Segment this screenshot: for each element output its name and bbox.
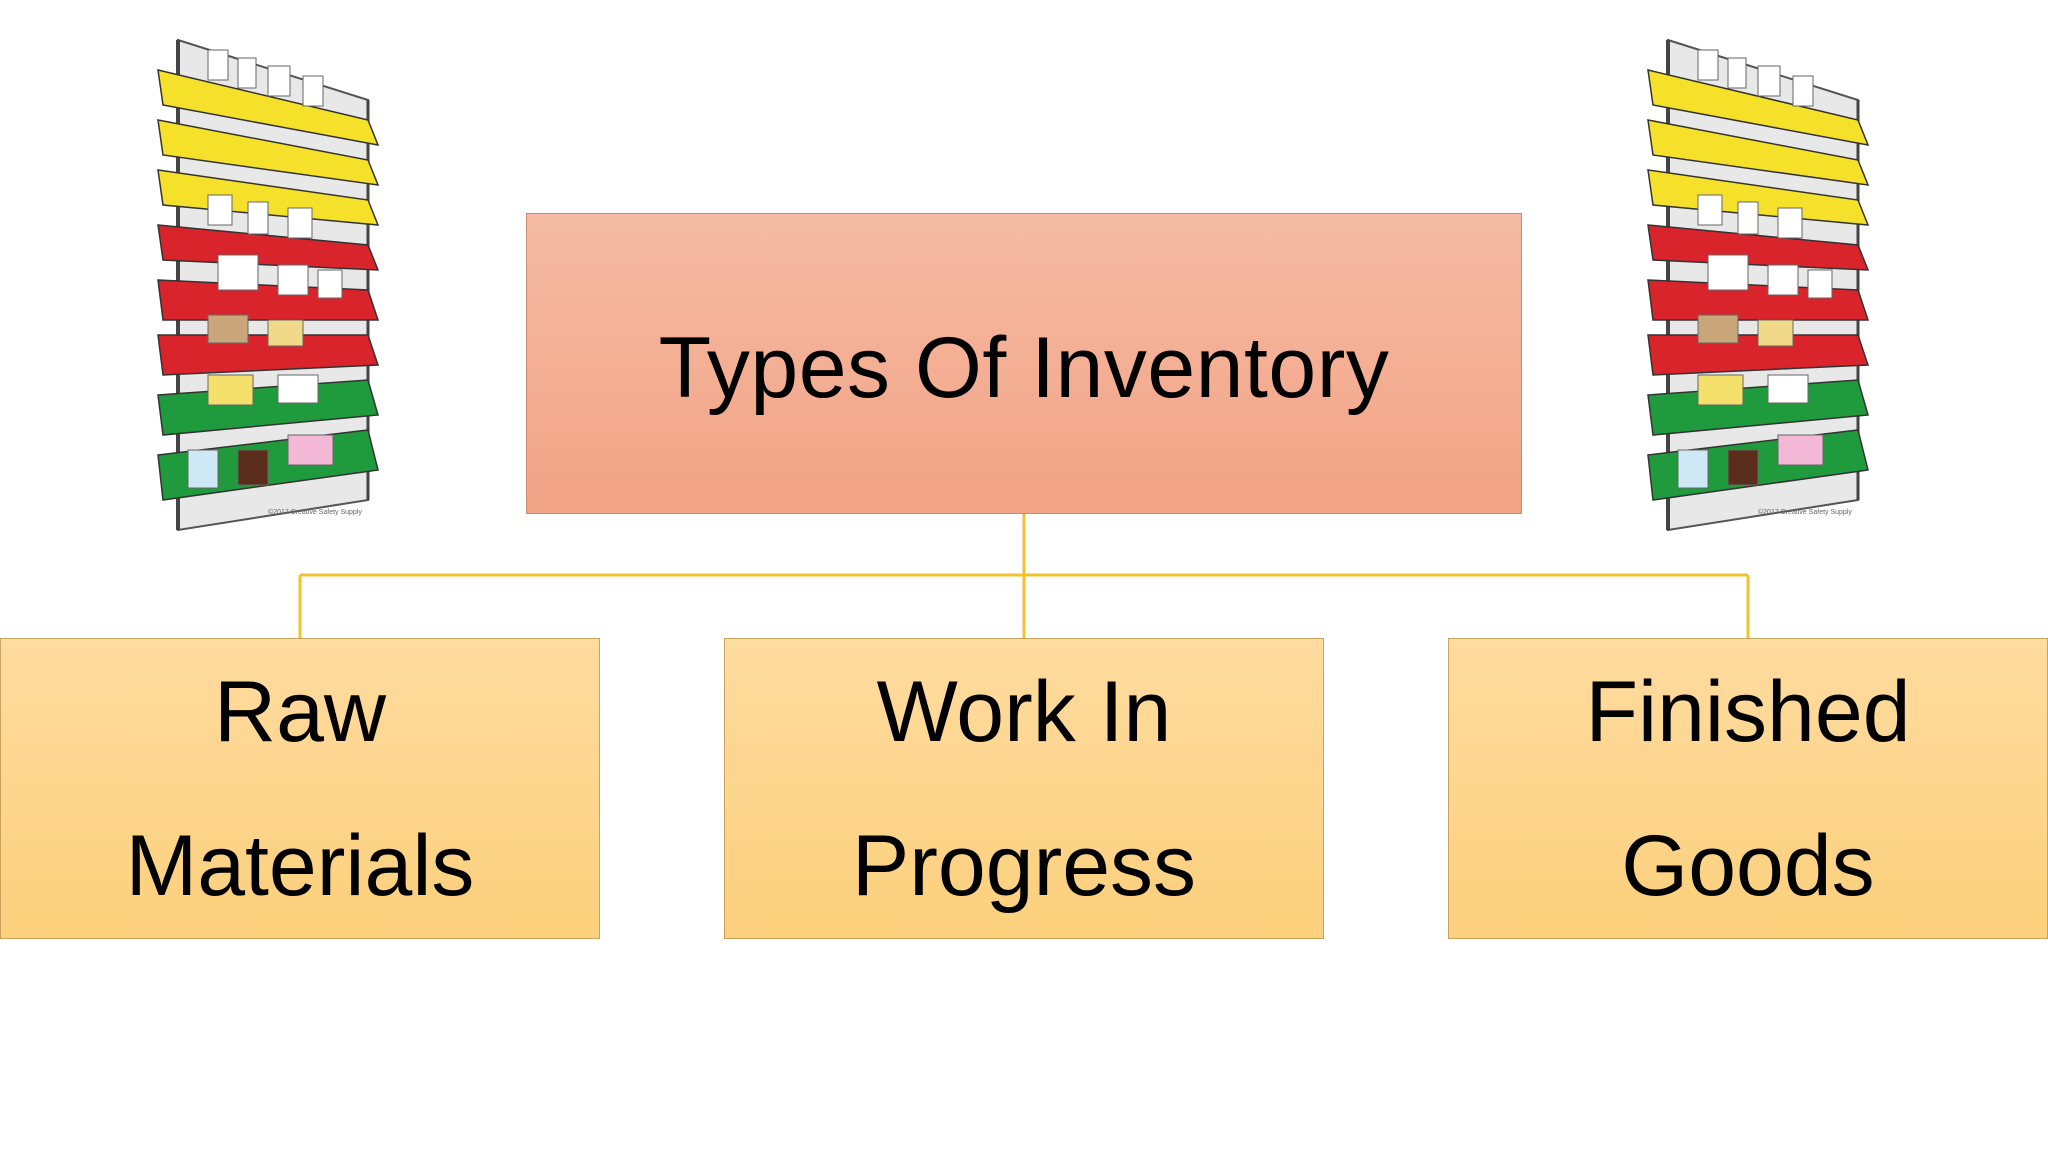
svg-text:©2017 Creative Safety Supply: ©2017 Creative Safety Supply bbox=[268, 508, 362, 516]
root-node-label: Types Of Inventory bbox=[658, 320, 1390, 416]
child-node-label-line1: Work In bbox=[876, 663, 1172, 760]
inventory-shelf-icon: ©2017 Creative Safety Supply bbox=[157, 38, 380, 532]
child-node-finished-goods: Finished Goods bbox=[1448, 638, 2048, 939]
child-node-work-in-progress: Work In Progress bbox=[724, 638, 1324, 939]
inventory-shelf-illustration-right: ©2017 Creative Safety Supply bbox=[1647, 38, 1870, 532]
child-node-label-line1: Raw bbox=[213, 663, 387, 760]
child-node-label-line2: Progress bbox=[851, 817, 1197, 914]
child-node-label-line2: Goods bbox=[1621, 817, 1875, 914]
child-node-label-line1: Finished bbox=[1585, 663, 1911, 760]
inventory-shelf-icon: ©2017 Creative Safety Supply bbox=[1647, 38, 1870, 532]
child-node-label-line2: Materials bbox=[125, 817, 475, 914]
inventory-shelf-illustration-left: ©2017 Creative Safety Supply bbox=[157, 38, 380, 532]
svg-text:©2017 Creative Safety Supply: ©2017 Creative Safety Supply bbox=[1758, 508, 1852, 516]
root-node: Types Of Inventory bbox=[526, 213, 1522, 514]
child-node-raw-materials: Raw Materials bbox=[0, 638, 600, 939]
